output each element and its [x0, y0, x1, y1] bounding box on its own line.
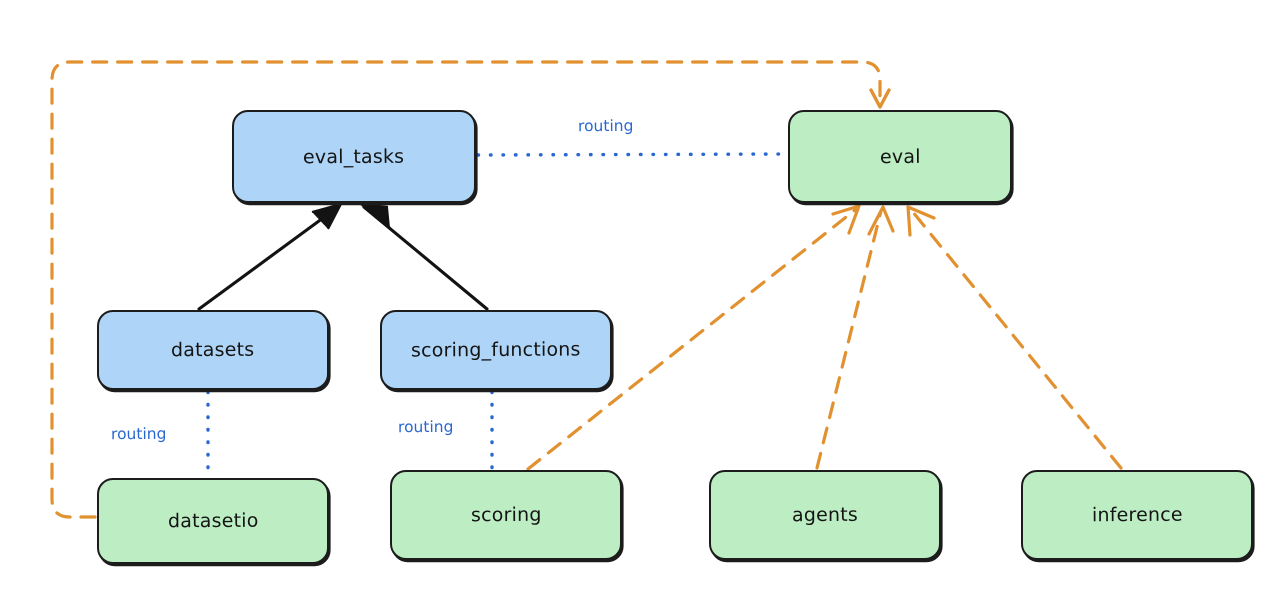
edge-eval-tasks-to-eval [476, 152, 788, 157]
edge-label-routing-scoring-functions-scoring: routing [397, 417, 454, 437]
node-label-eval: eval [879, 145, 921, 168]
node-eval-tasks[interactable]: eval_tasks [232, 110, 476, 203]
node-label-datasetio: datasetio [167, 509, 259, 533]
node-scoring-functions[interactable]: scoring_functions [380, 310, 612, 390]
edge-label-routing-eval-tasks-eval: routing [577, 116, 634, 136]
node-label-scoring: scoring [470, 503, 542, 527]
edge-inference-to-eval [906, 205, 1123, 470]
node-agents[interactable]: agents [709, 470, 941, 560]
node-eval[interactable]: eval [788, 110, 1012, 203]
node-label-agents: agents [791, 503, 859, 527]
node-label-scoring-functions: scoring_functions [411, 338, 581, 362]
node-label-eval-tasks: eval_tasks [303, 145, 405, 168]
edge-datasets-to-eval-tasks [197, 202, 343, 311]
node-scoring[interactable]: scoring [390, 470, 622, 560]
node-label-datasets: datasets [171, 338, 255, 362]
node-datasetio[interactable]: datasetio [97, 478, 329, 564]
node-inference[interactable]: inference [1021, 470, 1253, 560]
edge-scoring-functions-to-eval-tasks [359, 202, 489, 311]
edge-agents-to-eval [815, 205, 895, 470]
edge-label-routing-datasets-datasetio: routing [110, 424, 167, 444]
node-datasets[interactable]: datasets [97, 310, 329, 390]
node-label-inference: inference [1091, 503, 1183, 527]
